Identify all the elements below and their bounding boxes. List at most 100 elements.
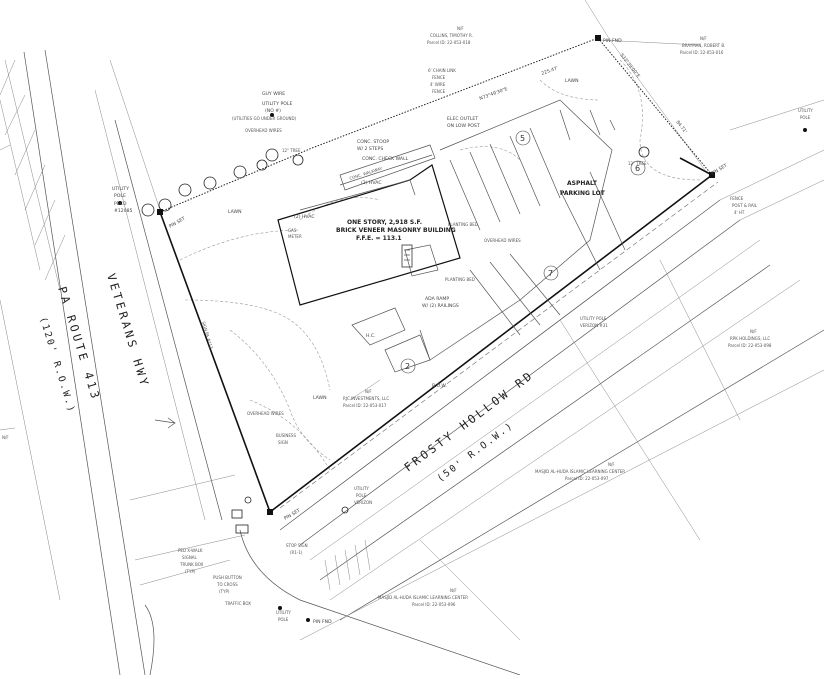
traffic-box-icon [235,524,249,534]
area-label: H.C. [366,333,376,339]
building-label: ONE STORY, 2,918 S.F. [347,219,422,226]
stop-sign-icon [341,506,349,514]
callout-fence-post: 4' HT [734,210,745,215]
callout-ped-xwalk: PED X-WALK [178,548,203,553]
callout-utility-pole: POLE [356,493,367,498]
area-label: LAWN [565,78,579,84]
parcel-label: MASJID AL-HUDA ISLAMIC LEARNING CENTER [535,469,625,474]
area-label: LAWN [313,395,327,401]
shrub-icon [178,183,192,197]
callout-ada-ramp: W/ (2) RAILINGS [422,303,459,309]
callout-ped-xwalk: TRUNK BOX [179,562,204,567]
parcel-label: Parcel ID: 22-053-097 [565,476,609,481]
callout-ped-xwalk: SIGNAL [182,555,198,560]
parcel-label: N/F [365,389,372,394]
shrub-icon [203,176,217,190]
bearing-label: N73°49'30"E [479,86,509,102]
shrub-icon [141,203,155,217]
frosty-hollow-rd-linework [279,149,824,641]
callout-utility-pole: #12085 [114,208,133,214]
callout-push-button: PUSH BUTTON [213,575,242,580]
area-label: R.O.W. [432,383,447,389]
callout-utility-pole: UTILITY [798,108,813,113]
parcel-label: RJC INVESTMENTS, LLC [343,396,389,401]
callout-traffic-box: TRAFFIC BOX [224,601,251,606]
survey-pins [118,35,807,622]
utility-pole-icon [118,201,122,205]
road-labels: PA ROUTE 413 (120' R.O.W.) VETERANS HWY … [37,272,536,485]
callout-planting-bed: PLANTING BED [445,277,475,282]
building [277,144,461,306]
callout-overhead-wires: OVERHEAD WIRES [245,128,282,133]
stall-label: 5 [520,134,525,143]
callout-stop-sign: (R1-1) [290,550,303,555]
pin-set-label: PIN SET [283,508,301,522]
shrub-icon [158,198,172,212]
callout-fence-post: FENCE [730,196,744,201]
building-labels: ONE STORY, 2,918 S.F. BRICK VENEER MASON… [336,219,456,242]
stall-numbers: 5 6 7 2 [400,130,646,374]
pin-fnd-label: PIN FND [313,619,332,625]
callout-business-sign: SIGN [278,440,288,445]
callout-utility-pole: UTILITY [354,486,369,491]
callout-gas-meter: GAS [288,228,297,233]
utility-pole-icon [270,113,274,117]
pin-set-label: PIN SET [710,163,728,177]
shrub-icon [233,165,247,179]
callout-tree: 12" TREE [282,148,301,153]
signal-hardware [154,417,349,534]
callout-utility-pole: VERIZON #31 [580,323,608,328]
building-label: BRICK VENEER MASONRY BUILDING [336,227,456,234]
callout-conc-stoop: W/ 2 STEPS [357,146,383,152]
feature-callouts: ADA RAMP W/ (2) RAILINGS CONC. STOOP W/ … [112,68,813,622]
callout-utility-pole: UTILITY POLE [580,316,607,321]
veterans-hwy-linework [0,49,521,676]
pin-fnd-icon [306,618,310,622]
callout-check-wall: CONC. CHECK WALL [362,156,409,162]
callout-utility-pole: POLE [278,617,289,622]
callout-fence: 4' WIRE [430,82,446,87]
callout-guy-wire: GUY WIRE [262,91,285,97]
parcel-label: Parcel ID: 22-053-017 [343,403,387,408]
shrub-icon [256,159,268,171]
push-button-icon [244,496,252,504]
callout-hvac: (2) HVAC [294,214,315,220]
callout-utility-pole: POLE [800,115,811,120]
parcel-lines [0,0,824,641]
callout-fence: FENCE [432,89,446,94]
callout-utility-pole: UTILITY [276,610,291,615]
callout-planting-bed: PLANTING BED [448,222,478,227]
area-label: PARKING LOT [560,190,606,197]
callout-conc-walkway: CONC. WALKWAY [349,165,383,180]
parcel-owner-labels: N/F COLLINS, TIMOTHY R. Parcel ID: 22-05… [2,26,772,607]
callout-utility-pole: UTILITY [112,186,129,192]
callout-utilities: (UTILITIES GO UNDER GROUND) [232,116,297,121]
parcel-label: Parcel ID: 22-053-018 [427,40,471,45]
callout-tree: 12" TREE [628,161,647,166]
callout-fence: 6' CHAIN LINK [428,68,456,73]
distance-label: 84.71' [674,120,688,135]
parcel-label: Parcel ID: 22-053-096 [412,602,456,607]
callout-ped-xwalk: (TYP) [185,569,196,574]
stall-label: 2 [405,362,410,371]
tree-icon [292,154,304,166]
parcel-label: N/F [750,329,757,334]
parcel-label: Parcel ID: 22-053-016 [680,50,724,55]
area-label: ASPHALT [567,180,598,187]
stall-label: 6 [635,164,640,173]
callout-elec-outlet: ON LOW POST [447,123,480,129]
pin-fnd-icon [595,35,601,41]
callout-stop-sign: STOP SIGN [286,543,308,548]
utility-pole-icon [803,128,807,132]
utility-pole-icon [278,606,282,610]
callout-utility-pole: (NO #) [265,108,281,114]
callout-overhead-wires: OVERHEAD WIRES [247,411,284,416]
shrub-row [141,146,650,217]
area-labels: ASPHALT PARKING LOT LAWN LAWN LAWN H.C. … [228,78,606,401]
callout-business-sign: BUSINESS [276,433,296,438]
parcel-label: N/F [450,588,457,593]
callout-gas-meter: METER [288,234,302,239]
tree-icon [638,146,650,158]
callout-conc-stoop: CONC. STOOP [357,139,389,145]
